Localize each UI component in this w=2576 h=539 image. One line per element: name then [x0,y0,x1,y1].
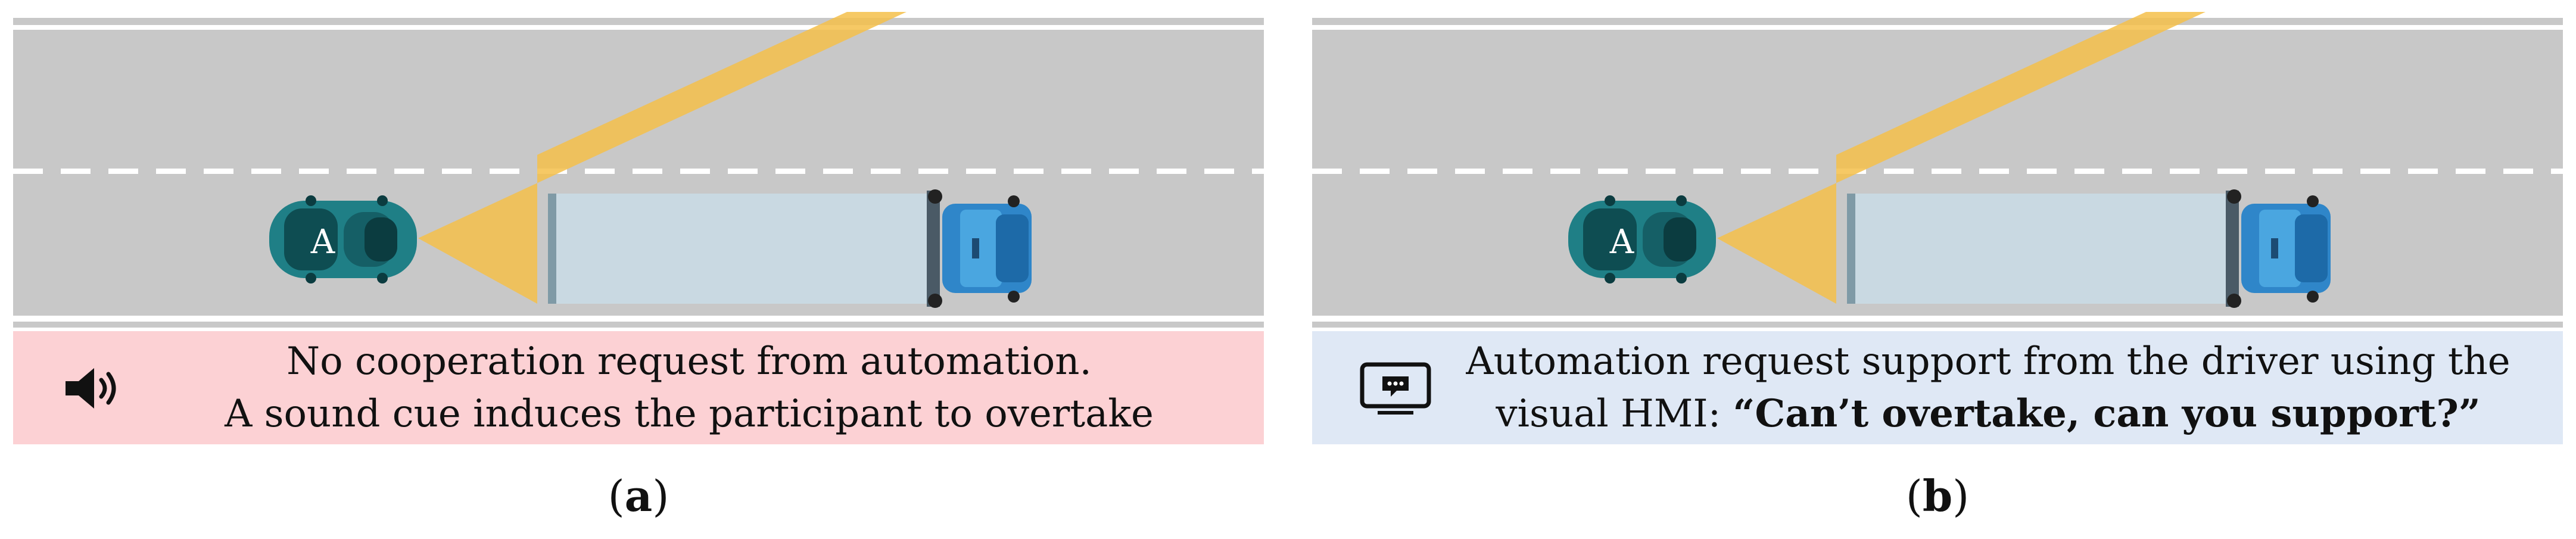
label-letter: a [624,471,653,521]
lane-dashes [1312,169,2563,174]
caption-part: A sound cue induces the participant to o… [225,392,1154,436]
truck [1847,189,2331,308]
caption-line-2: A sound cue induces the participant to o… [225,388,1154,440]
panel-label-a: (a) [13,471,1264,521]
caption-line-2: visual HMI: “Can’t overtake, can you sup… [1496,388,2480,440]
truck [548,189,1032,308]
road-top-line [1312,25,2563,30]
label-paren-open: ( [608,471,625,521]
lane-dashes [13,169,1264,174]
panel-b: A Automation request support from the dr… [1312,0,2563,539]
road-bottom-line [1312,316,2563,322]
panel-label-b: (b) [1312,471,2563,521]
speaker-icon [66,368,116,409]
road-top-edge [13,12,1264,18]
chat-screen-icon [1360,362,1431,415]
truck-trailer [548,194,934,304]
label-paren-open: ( [1905,471,1923,521]
caption-quote: “Can’t overtake, can you support?” [1733,391,2481,436]
automated-car [269,195,417,283]
caption-box-a: No cooperation request from automation. … [13,331,1264,444]
road-top-line [13,25,1264,30]
car-label: A [1609,223,1634,261]
road-top-edge [1312,12,2563,18]
caption-text-a: No cooperation request from automation. … [138,331,1240,444]
caption-part: visual HMI: [1496,392,1733,436]
caption-line-1: Automation request support from the driv… [1466,335,2510,388]
label-paren-close: ) [1952,471,1970,521]
road-scene-a: A [13,12,1264,328]
automated-car [1568,195,1716,283]
car-label: A [310,223,335,261]
road-scene-b: A [1312,12,2563,328]
truck-trailer [1847,194,2233,304]
caption-box-b: Automation request support from the driv… [1312,331,2563,444]
caption-part: No cooperation request from automation. [286,339,1092,384]
caption-text-b: Automation request support from the driv… [1437,331,2539,444]
label-paren-close: ) [652,471,669,521]
road-bottom-line [13,316,1264,322]
label-letter: b [1922,471,1953,521]
caption-line-1: No cooperation request from automation. [286,335,1092,388]
caption-part: Automation request support from the driv… [1466,339,2510,384]
panel-a: A No cooperation request from automation… [13,0,1264,539]
